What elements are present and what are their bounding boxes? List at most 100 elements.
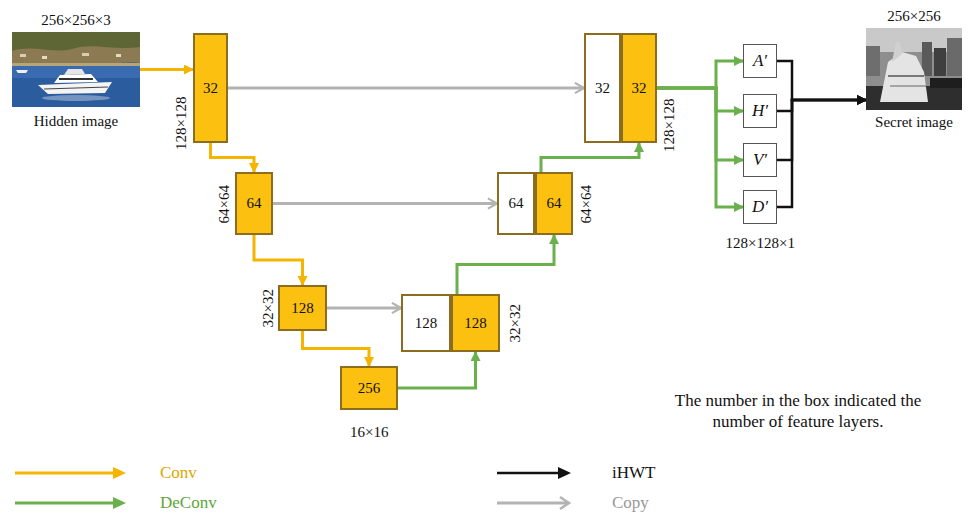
deconv-arrow bbox=[657, 88, 743, 207]
hillside bbox=[12, 32, 140, 65]
sea bbox=[12, 32, 140, 107]
subband-box: H′ bbox=[743, 94, 777, 128]
deconv-sample bbox=[15, 502, 115, 505]
channel-count: 128 bbox=[464, 315, 487, 332]
small-boat bbox=[16, 70, 28, 73]
image-node: 256×256Secret image bbox=[866, 8, 962, 130]
house bbox=[42, 56, 47, 59]
conv-arrow bbox=[211, 143, 255, 172]
subband-box: V′ bbox=[743, 143, 777, 177]
image-node: 256×256×3Hidden image bbox=[12, 12, 140, 129]
size-label: 128×128 bbox=[173, 96, 190, 149]
ship-hull bbox=[880, 52, 928, 102]
conv-sample-head bbox=[113, 467, 126, 479]
hidden-photo bbox=[12, 32, 140, 107]
subband-box: A′ bbox=[743, 44, 777, 78]
feature-box: 128 bbox=[401, 294, 451, 352]
yacht-stripe bbox=[44, 87, 108, 89]
channel-count: 64 bbox=[247, 195, 262, 212]
pier bbox=[930, 78, 962, 88]
channel-count: 32 bbox=[632, 80, 647, 97]
ship-rail bbox=[888, 75, 924, 77]
subband-name: A′ bbox=[753, 52, 767, 71]
dimension-label: 256×256×3 bbox=[41, 12, 110, 29]
deconv-arrow bbox=[657, 88, 743, 160]
channel-count: 32 bbox=[595, 80, 610, 97]
subband-name: H′ bbox=[752, 102, 768, 121]
feature-box: 32 bbox=[584, 33, 621, 143]
deconv-arrow bbox=[657, 61, 743, 88]
channel-count: 64 bbox=[509, 195, 524, 212]
ship-rail bbox=[890, 85, 926, 86]
size-label: 128×128×1 bbox=[726, 235, 795, 252]
building bbox=[934, 48, 946, 76]
deconv-arrow bbox=[457, 235, 554, 294]
image-caption: Hidden image bbox=[34, 113, 119, 130]
feature-box: 64 bbox=[497, 172, 535, 235]
ihwt-arrow bbox=[777, 100, 866, 207]
legend-samples bbox=[0, 440, 974, 523]
feature-box: 256 bbox=[340, 366, 398, 410]
size-label: 32×32 bbox=[507, 304, 524, 342]
ship-mast bbox=[892, 42, 902, 62]
feature-box: 32 bbox=[193, 33, 228, 143]
ihwt-arrow bbox=[777, 61, 866, 100]
channel-count: 256 bbox=[358, 380, 381, 397]
deconv-arrow bbox=[541, 143, 639, 172]
copy-sample bbox=[497, 502, 568, 505]
note-text: The number in the box indicated the numb… bbox=[663, 390, 933, 433]
size-label: 64×64 bbox=[216, 185, 233, 223]
legend-text: Conv bbox=[160, 464, 197, 483]
conv-arrow bbox=[303, 331, 370, 366]
copy-arrow bbox=[228, 87, 584, 90]
channel-count: 32 bbox=[203, 80, 218, 97]
copy-arrow bbox=[273, 202, 497, 205]
yacht-hull bbox=[38, 82, 112, 94]
ihwt-sample-head bbox=[558, 467, 571, 479]
image-caption: Secret image bbox=[875, 114, 953, 131]
dimension-label: 256×256 bbox=[887, 8, 940, 25]
size-label: 64×64 bbox=[578, 185, 595, 223]
building bbox=[922, 42, 932, 76]
ihwt-arrow bbox=[777, 100, 866, 111]
feature-box: 32 bbox=[621, 33, 657, 143]
deconv-sample-head bbox=[113, 497, 126, 509]
reflection bbox=[42, 95, 110, 101]
channel-count: 128 bbox=[291, 300, 314, 317]
feature-box: 64 bbox=[235, 172, 273, 235]
deconv-arrow bbox=[398, 352, 476, 388]
copy-arrow bbox=[327, 307, 401, 310]
ihwt-arrow bbox=[777, 100, 866, 160]
building bbox=[866, 46, 880, 76]
yacht-bridge bbox=[64, 69, 85, 75]
conv-arrow bbox=[140, 68, 193, 71]
shore bbox=[12, 63, 140, 66]
size-label: 16×16 bbox=[350, 424, 388, 441]
size-label: 32×32 bbox=[260, 289, 277, 327]
ihwt-sample bbox=[497, 472, 560, 475]
conv-arrow bbox=[254, 235, 303, 285]
yacht-deck bbox=[54, 74, 98, 83]
feature-box: 128 bbox=[278, 285, 327, 331]
conv-sample bbox=[15, 472, 115, 475]
yacht-windows bbox=[59, 78, 93, 80]
hill-top bbox=[12, 32, 140, 51]
size-label: 128×128 bbox=[661, 98, 678, 151]
subband-box: D′ bbox=[743, 190, 777, 224]
background bbox=[866, 28, 962, 110]
feature-box: 64 bbox=[535, 172, 573, 235]
channel-count: 128 bbox=[415, 315, 438, 332]
building bbox=[947, 38, 962, 76]
subband-name: D′ bbox=[752, 198, 768, 217]
secret-photo bbox=[866, 28, 962, 110]
legend-text: DeConv bbox=[160, 494, 217, 513]
house bbox=[116, 54, 121, 57]
channel-count: 64 bbox=[547, 195, 562, 212]
house bbox=[20, 54, 26, 57]
legend-text: iHWT bbox=[612, 464, 655, 483]
subband-name: V′ bbox=[753, 151, 767, 170]
legend-text: Copy bbox=[612, 494, 649, 513]
house bbox=[82, 53, 89, 56]
feature-box: 128 bbox=[451, 294, 500, 352]
